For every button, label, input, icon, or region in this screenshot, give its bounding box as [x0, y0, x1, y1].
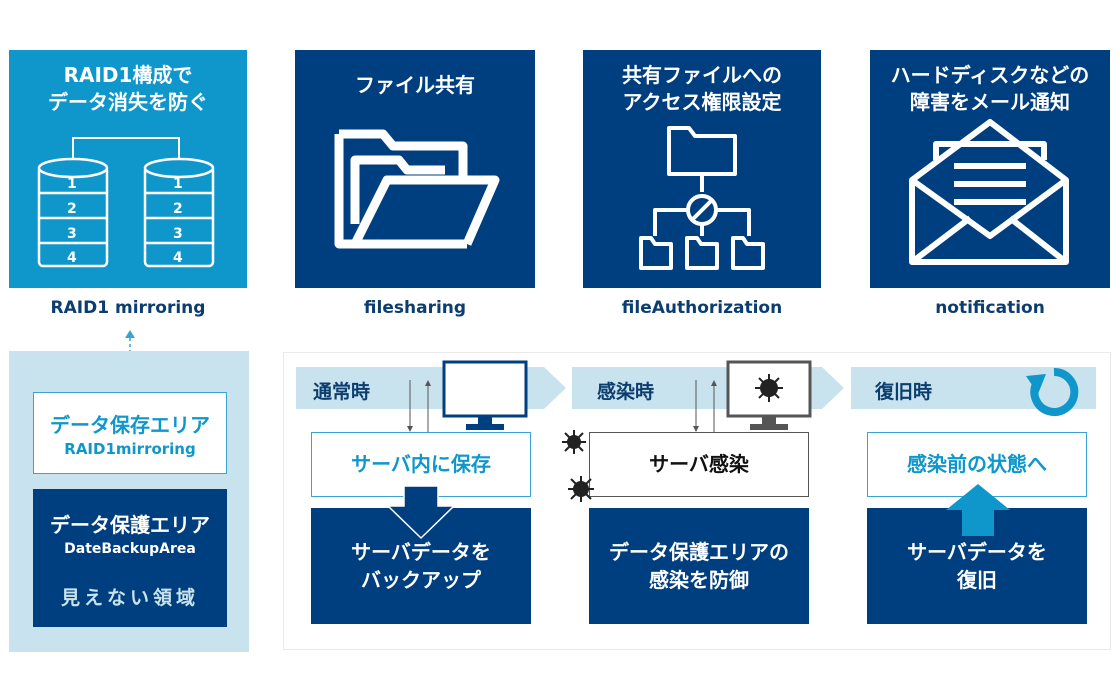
disk-right-label-3: 3: [173, 226, 183, 242]
disk-left-label-2: 2: [67, 201, 77, 217]
status-box-normal: サーバ内に保存: [311, 432, 531, 497]
caption-notification: notification: [935, 298, 1045, 318]
monitor-icon-normal: [442, 360, 528, 430]
tile-raid1-title: RAID1構成で データ消失を防ぐ: [48, 63, 208, 114]
virus-icon-small-1: [562, 430, 586, 454]
folder-tree-icon: [639, 126, 765, 270]
backup-area-note: 見えない領域: [60, 587, 199, 609]
status-box-infected: サーバ感染: [589, 432, 809, 497]
phase-label-infected: 感染時: [597, 381, 655, 403]
phase-label-recovery: 復旧時: [875, 381, 933, 403]
disk-left-label-3: 3: [67, 226, 77, 242]
disk-right-label-2: 2: [173, 201, 183, 217]
action-box-normal: サーバデータを バックアップ: [311, 508, 531, 624]
envelope-icon: [909, 119, 1069, 265]
disk-stack-right: [143, 157, 215, 268]
storage-area-subtitle: RAID1mirroring: [64, 440, 196, 458]
storage-area-box: データ保存エリア RAID1mirroring: [33, 392, 227, 474]
monitor-icon-infected: [726, 360, 812, 430]
tile-notification: ハードディスクなどの 障害をメール通知: [870, 50, 1110, 288]
storage-area-title: データ保存エリア: [50, 413, 210, 437]
backup-area-subtitle: DateBackupArea: [64, 541, 196, 557]
disk-left-label-1: 1: [67, 176, 77, 192]
down-arrow-normal: [386, 486, 456, 540]
action-box-infected: データ保護エリアの 感染を防御: [589, 508, 809, 624]
tile-authorization-title: 共有ファイルへの アクセス権限設定: [622, 63, 782, 114]
tile-filesharing-title: ファイル共有: [355, 73, 475, 97]
disk-right-label-1: 1: [173, 176, 183, 192]
refresh-icon: [1026, 367, 1079, 416]
flow-arrows-infected: [693, 380, 717, 432]
tile-filesharing: ファイル共有: [295, 50, 535, 288]
disk-stack-left: [37, 157, 109, 268]
backup-area-title: データ保護エリア: [50, 513, 210, 537]
tile-notification-title: ハードディスクなどの 障害をメール通知: [890, 63, 1090, 114]
open-folder-icon: [334, 129, 500, 249]
phase-label-normal: 通常時: [313, 381, 371, 403]
flow-arrows-normal: [407, 380, 431, 432]
disk-right-label-4: 4: [173, 250, 183, 266]
raid-disks-icon: [37, 137, 215, 268]
caption-filesharing: filesharing: [363, 298, 467, 318]
tile-raid1: RAID1構成で データ消失を防ぐ 1 2 3 4 1 2 3 4: [9, 50, 247, 288]
caption-raid1: RAID1 mirroring: [50, 298, 206, 318]
disk-left-label-4: 4: [67, 250, 77, 266]
caption-authorization: fileAuthorization: [621, 298, 783, 318]
up-arrow-recovery: [946, 484, 1010, 536]
backup-area-box: データ保護エリア DateBackupArea 見えない領域: [33, 489, 227, 627]
virus-icon: [755, 374, 783, 402]
tile-authorization: 共有ファイルへの アクセス権限設定: [583, 50, 821, 288]
virus-icon-small-2: [568, 476, 594, 502]
